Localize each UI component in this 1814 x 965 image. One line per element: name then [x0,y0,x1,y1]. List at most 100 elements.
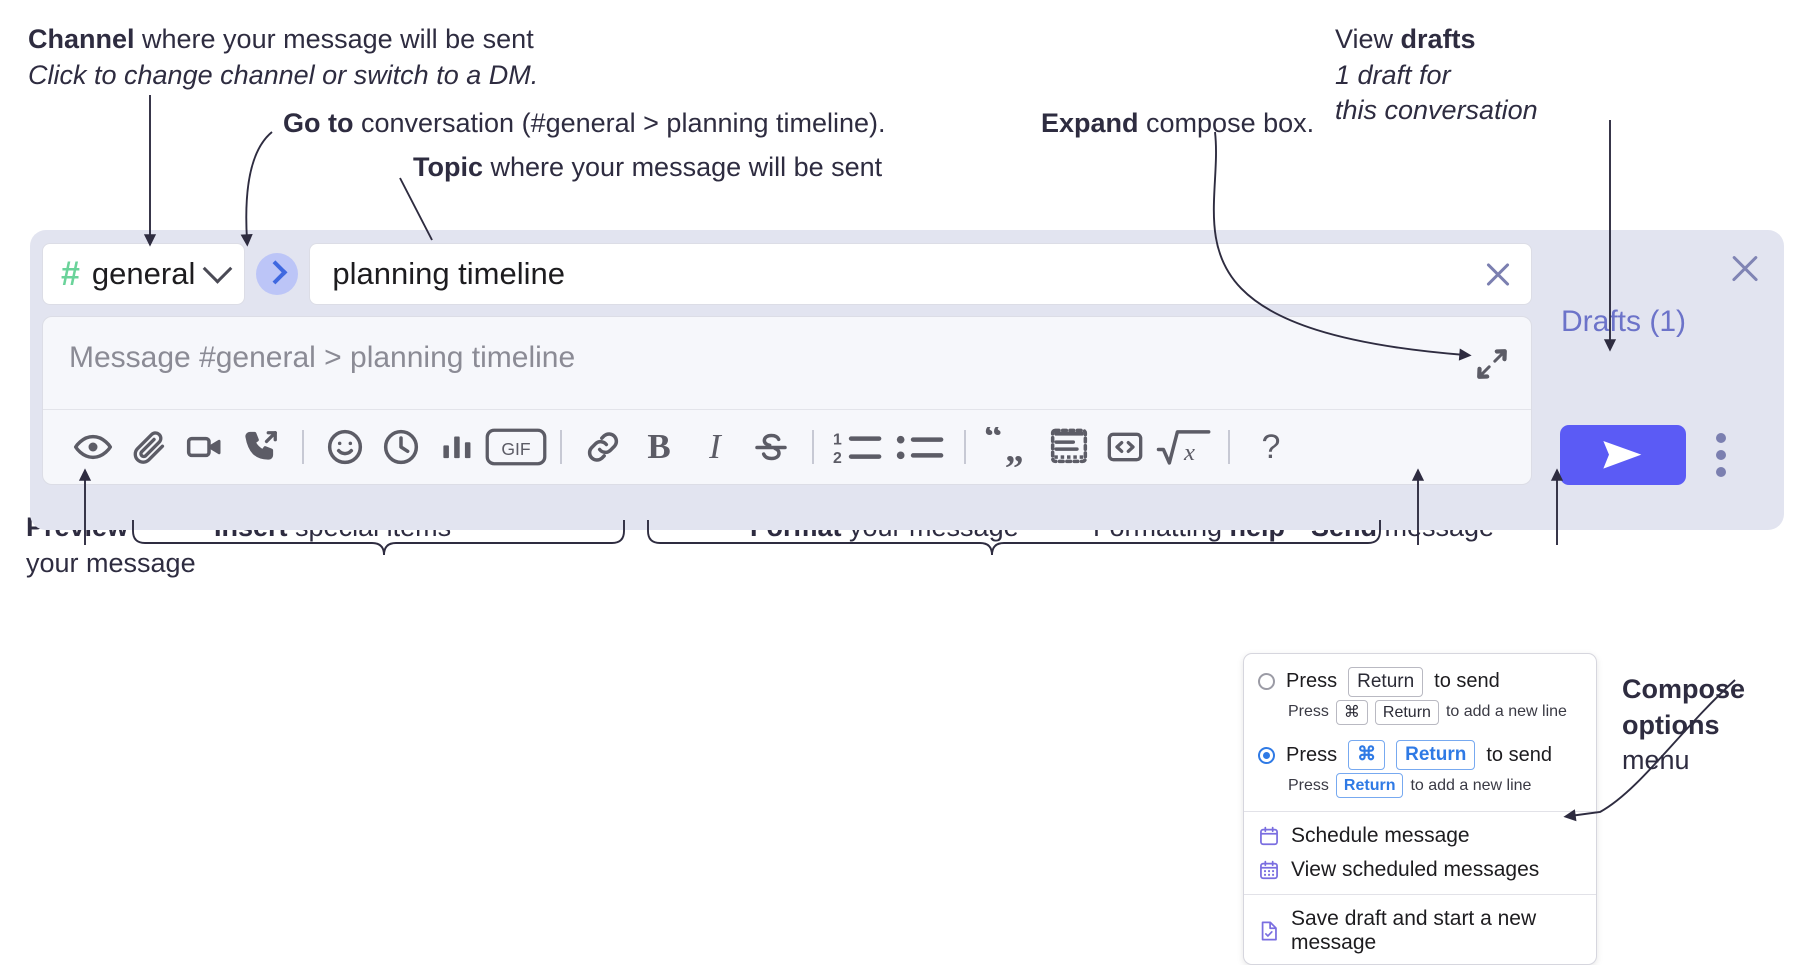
option2-sub-prefix: Press [1288,776,1329,794]
toolbar-divider [560,430,562,464]
annotation-compose-regular: menu [1622,745,1690,776]
compose-panel-right: Drafts (1) [1546,230,1784,530]
chevron-right-icon [263,259,288,284]
annotation-topic-bold: Topic [413,152,483,182]
audio-call-icon[interactable] [233,419,289,475]
menu-option-return-to-send[interactable]: Press Return to send [1244,663,1596,697]
topic-input[interactable]: planning timeline [332,256,565,291]
help-icon[interactable]: ? [1243,419,1299,475]
annotation-compose-options: Compose options menu [1622,672,1745,779]
annotation-channel-bold: Channel [28,24,135,54]
menu-item-view-scheduled-messages[interactable]: View scheduled messages [1244,853,1596,887]
menu-item-label: Schedule message [1291,824,1470,848]
attachment-icon[interactable] [121,419,177,475]
toolbar-divider [1228,430,1230,464]
svg-text:“: “ [984,427,1003,458]
annotation-channel: Channel where your message will be sent … [28,22,538,93]
menu-divider [1244,811,1596,813]
key-command: ⌘ [1348,740,1386,770]
kebab-dot [1716,433,1726,443]
toolbar-divider [812,430,814,464]
message-input[interactable]: Message #general > planning timeline [43,317,1531,409]
annotation-drafts-bold: drafts [1400,24,1476,54]
menu-item-save-draft[interactable]: Save draft and start a new message [1244,902,1596,960]
annotation-compose-bold1: Compose [1622,674,1746,704]
inline-code-icon[interactable] [1097,419,1153,475]
annotation-expand-rest: compose box. [1138,108,1315,138]
math-icon[interactable]: x [1153,419,1215,475]
annotation-goto-rest: conversation (#general > planning timeli… [353,108,886,138]
menu-option-return-sub: Press ⌘ Return to add a new line [1244,697,1596,732]
compose-options-menu: Press Return to send Press ⌘ Return to a… [1243,653,1597,965]
menu-item-label: View scheduled messages [1291,858,1540,882]
compose-panel: # general planning timeline Message #gen… [30,230,1784,530]
svg-text:x: x [1183,439,1195,466]
topic-field[interactable]: planning timeline [309,243,1532,305]
goto-conversation-button[interactable] [256,253,299,295]
annotation-goto-bold: Go to [283,108,354,138]
preview-icon[interactable] [65,419,121,475]
menu-item-schedule-message[interactable]: Schedule message [1244,819,1596,853]
message-placeholder: Message #general > planning timeline [69,341,576,374]
drafts-link[interactable]: Drafts (1) [1561,305,1687,338]
video-icon[interactable] [177,419,233,475]
option1-prefix: Press [1286,670,1338,693]
chevron-down-icon [202,253,233,284]
calendar-grid-icon [1258,859,1280,881]
menu-option-cmd-return-to-send[interactable]: Press ⌘ Return to send [1244,731,1596,770]
annotation-drafts: View drafts 1 draft for this conversatio… [1335,22,1538,129]
radio-unselected-icon[interactable] [1258,673,1275,691]
toolbar-divider [302,430,304,464]
svg-text:„: „ [1005,430,1024,467]
send-icon [1603,441,1642,469]
calendar-icon [1258,825,1280,847]
menu-item-label: Save draft and start a new message [1291,907,1537,955]
channel-name: general [91,256,196,291]
code-block-icon[interactable] [1041,419,1097,475]
clock-icon[interactable] [373,419,429,475]
clear-topic-icon[interactable] [1483,259,1513,289]
annotation-channel-rest: where your message will be sent [134,24,534,54]
emoji-icon[interactable] [317,419,373,475]
send-button[interactable] [1560,425,1686,485]
bold-icon[interactable]: B [631,419,687,475]
annotation-expand: Expand compose box. [1041,106,1314,142]
menu-option-cmd-return-sub: Press Return to add a new line [1244,770,1596,805]
key-command: ⌘ [1335,699,1368,726]
svg-text:GIF: GIF [501,439,531,459]
option2-sub-suffix: to add a new line [1410,776,1532,794]
radio-selected-icon[interactable] [1258,746,1275,764]
toolbar-divider [964,430,966,464]
gif-icon[interactable]: GIF [485,419,547,475]
key-return: Return [1374,699,1439,726]
channel-selector[interactable]: # general [42,243,246,305]
poll-icon[interactable] [429,419,485,475]
annotation-expand-bold: Expand [1041,108,1139,138]
italic-icon[interactable]: I [687,419,743,475]
annotation-preview-rest: your message [26,547,196,578]
annotation-goto: Go to conversation (#general > planning … [283,106,886,142]
link-icon[interactable] [575,419,631,475]
help-label: ? [1261,427,1281,466]
compose-header-row: # general planning timeline [42,242,1532,306]
option1-sub-suffix: to add a new line [1445,703,1567,721]
key-return: Return [1335,772,1404,799]
kebab-dot [1716,467,1726,477]
close-panel-icon[interactable] [1728,252,1762,286]
blockquote-icon[interactable]: “„ [979,419,1041,475]
expand-icon[interactable] [1475,347,1509,381]
italic-label: I [709,427,721,466]
annotation-drafts-line3: this conversation [1335,95,1538,126]
svg-text:2: 2 [833,450,842,467]
hash-icon: # [61,255,80,293]
strikethrough-icon[interactable] [743,419,799,475]
annotation-channel-italic: Click to change channel or switch to a D… [28,59,539,90]
bullet-list-icon[interactable] [889,419,951,475]
annotation-compose-bold2: options [1622,709,1720,740]
menu-divider [1244,894,1596,896]
message-box: Message #general > planning timeline [42,316,1532,485]
key-return: Return [1348,667,1424,697]
kebab-menu-icon[interactable] [1716,433,1726,484]
